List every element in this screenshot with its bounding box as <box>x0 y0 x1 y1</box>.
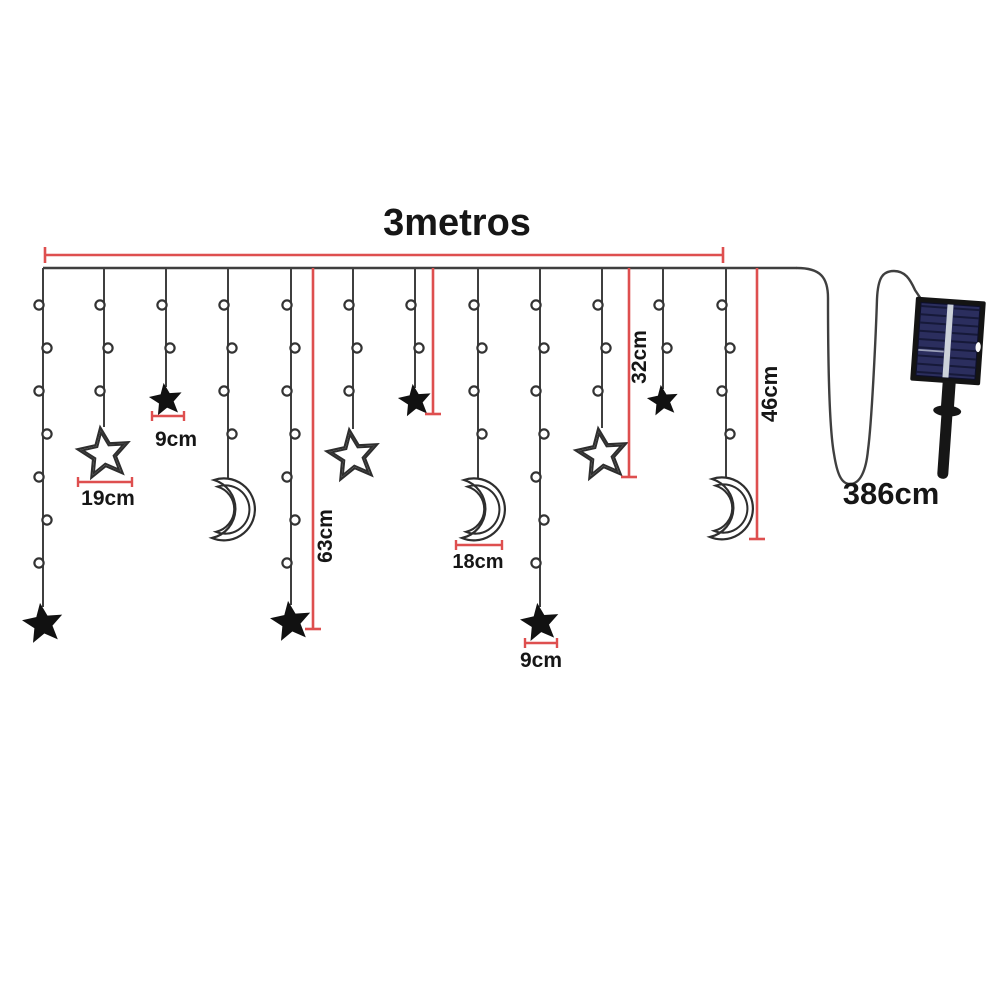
panel-hole <box>975 342 981 353</box>
light-drop <box>74 268 131 481</box>
light-drop <box>646 268 678 416</box>
measure-label-small-star-width-bottom: 9cm <box>519 649 563 672</box>
bulb-icon <box>343 299 355 311</box>
light-drop <box>458 268 506 542</box>
black-star-icon <box>520 602 559 641</box>
light-drop <box>706 268 754 541</box>
measure-moon-width <box>454 540 504 550</box>
bulb-icon <box>600 342 612 354</box>
panel-center-strip <box>942 304 954 378</box>
bulb-icon <box>281 299 293 311</box>
measure-small-star-width-bottom <box>523 638 559 648</box>
bulb-icon <box>661 342 673 354</box>
bulb-icon <box>289 342 301 354</box>
light-drop <box>323 268 380 483</box>
measure-label-long-drop: 63cm <box>314 509 337 563</box>
bulb-icon <box>33 299 45 311</box>
measure-big-star-width <box>76 477 134 487</box>
bulb-icon <box>724 342 736 354</box>
bulb-icon <box>468 385 480 397</box>
bulb-icon <box>102 342 114 354</box>
light-drop <box>22 268 63 643</box>
bulb-icon <box>41 342 53 354</box>
measure-label-cable-length: 386cm <box>842 476 940 511</box>
bulb-icon <box>94 299 106 311</box>
bulb-icon <box>281 385 293 397</box>
ground-stake <box>933 380 962 479</box>
moon-icon <box>208 477 256 542</box>
bulb-icon <box>716 385 728 397</box>
bulb-icon <box>405 299 417 311</box>
bulb-icon <box>530 557 542 569</box>
bulb-icon <box>530 385 542 397</box>
bulb-icon <box>413 342 425 354</box>
stake-pole <box>937 410 953 479</box>
stake-neck <box>940 380 956 410</box>
bulb-icon <box>530 299 542 311</box>
bulb-icon <box>538 514 550 526</box>
measure-label-total-width: 3metros <box>383 202 531 244</box>
light-drop <box>208 268 256 542</box>
bulb-icon <box>164 342 176 354</box>
bulb-icon <box>530 471 542 483</box>
light-drop <box>397 268 431 417</box>
bulb-icon <box>41 514 53 526</box>
measure-label-right-drop: 46cm <box>757 365 782 423</box>
measure-right-drop-length <box>749 268 765 541</box>
black-star-icon <box>22 602 63 643</box>
bulb-icon <box>351 342 363 354</box>
bulb-icon <box>94 385 106 397</box>
measure-label-big-star-width: 19cm <box>81 487 135 510</box>
bulb-icon <box>156 299 168 311</box>
light-drop <box>148 268 182 416</box>
light-drop <box>270 268 311 641</box>
measure-small-star-width-top <box>150 411 186 421</box>
bulb-icon <box>592 299 604 311</box>
moon-icon <box>458 477 506 542</box>
bulb-icon <box>226 428 238 440</box>
measure-label-moon-width: 18cm <box>452 551 504 573</box>
bulb-icon <box>226 342 238 354</box>
bulb-icon <box>468 299 480 311</box>
black-star-icon <box>646 384 678 416</box>
power-cable <box>795 266 923 486</box>
bulb-icon <box>476 342 488 354</box>
bulb-icon <box>653 299 665 311</box>
light-drop <box>572 268 629 482</box>
bulb-icon <box>33 471 45 483</box>
bulb-icon <box>33 385 45 397</box>
bulb-icon <box>289 514 301 526</box>
measure-mid-drop-length <box>621 268 637 479</box>
bulb-icon <box>41 428 53 440</box>
bulb-icon <box>538 342 550 354</box>
bulb-icon <box>476 428 488 440</box>
black-star-icon <box>397 383 431 417</box>
bulb-icon <box>343 385 355 397</box>
bulb-icon <box>281 471 293 483</box>
outline-star-icon <box>323 426 380 483</box>
measure-long-drop-length <box>305 268 321 631</box>
black-star-icon <box>148 382 182 416</box>
outline-star-icon <box>74 424 131 481</box>
bulb-icon <box>289 428 301 440</box>
bulb-icon <box>592 385 604 397</box>
measure-unlabeled <box>425 268 441 416</box>
measure-label-mid-drop: 32cm <box>628 330 651 384</box>
measure-total-width <box>43 247 725 263</box>
black-star-icon <box>270 600 311 641</box>
bulb-icon <box>716 299 728 311</box>
outline-star-icon <box>572 425 629 482</box>
bulb-icon <box>724 428 736 440</box>
measure-label-small-star-width-top: 9cm <box>154 428 198 451</box>
bulb-icon <box>33 557 45 569</box>
bulb-icon <box>218 385 230 397</box>
bulb-icon <box>538 428 550 440</box>
light-drop <box>520 268 559 641</box>
solar-panel <box>910 296 986 386</box>
moon-icon <box>706 476 754 541</box>
bulb-icon <box>281 557 293 569</box>
bulb-icon <box>218 299 230 311</box>
